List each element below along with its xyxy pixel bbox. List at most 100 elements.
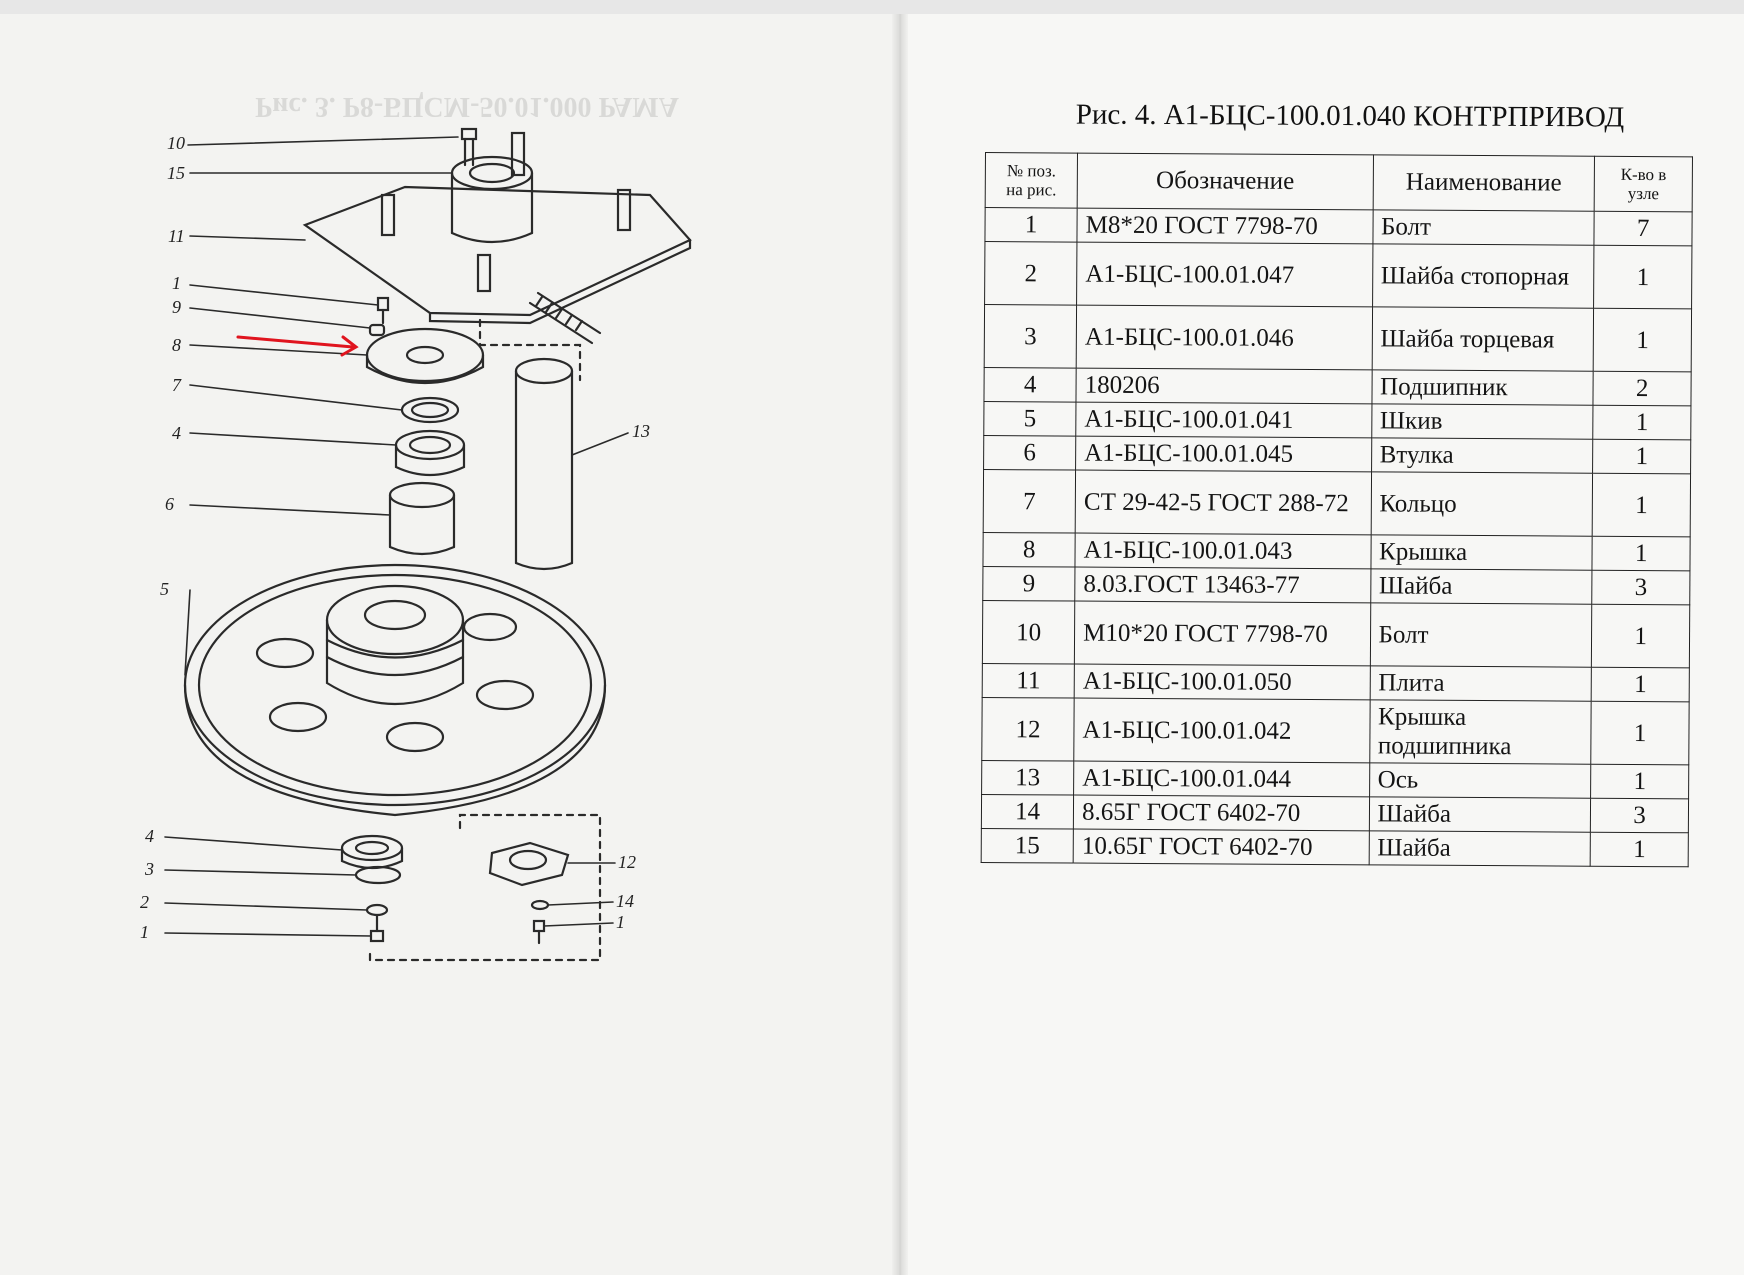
cell-designation: 10.65Г ГОСТ 6402-70: [1073, 829, 1369, 865]
callout-8: 8: [172, 335, 181, 355]
callout-1-bottom: 1: [140, 922, 149, 942]
cell-designation: СТ 29-42-5 ГОСТ 288-72: [1075, 470, 1372, 535]
cell-designation: А1-БЦС-100.01.046: [1076, 305, 1373, 370]
cell-quantity: 1: [1593, 308, 1692, 372]
cell-position: 11: [982, 663, 1075, 699]
callout-13: 13: [632, 421, 650, 441]
cell-quantity: 1: [1592, 473, 1691, 537]
callout-5: 5: [160, 579, 169, 599]
cell-position: 7: [983, 469, 1076, 534]
book-spine: [892, 14, 908, 1275]
cell-position: 5: [983, 401, 1077, 437]
cell-quantity: 1: [1590, 764, 1689, 799]
cell-name: Болт: [1369, 602, 1593, 668]
left-page: [0, 14, 900, 1275]
cell-quantity: 1: [1592, 439, 1691, 474]
cell-position: 8: [982, 532, 1076, 568]
cell-quantity: 1: [1591, 604, 1690, 668]
callout-15: 15: [167, 163, 185, 183]
callout-9: 9: [172, 297, 181, 317]
figure-title: Рис. 4. А1-БЦС-100.01.040 КОНТРПРИВОД: [1075, 98, 1625, 134]
cell-name: Подшипник: [1371, 369, 1594, 406]
cell-position: 4: [983, 367, 1077, 403]
studs: [380, 131, 632, 293]
cell-quantity: 3: [1592, 570, 1690, 605]
cell-position: 1: [984, 207, 1078, 243]
exploded-assembly-drawing: 10 15 11 1 9 8 7 4 6 5 13 4 3 2 1 12 14 …: [60, 115, 860, 1115]
cell-position: 14: [981, 794, 1074, 830]
header-name: Наименование: [1372, 154, 1595, 212]
scan-edge: [0, 0, 1744, 14]
cell-quantity: 1: [1591, 701, 1690, 765]
callout-4-bottom: 4: [145, 826, 154, 846]
red-arrow: [236, 335, 359, 357]
callout-10: 10: [167, 133, 185, 153]
bearing-4: [394, 429, 466, 477]
cell-designation: 8.65Г ГОСТ 6402-70: [1073, 795, 1370, 831]
cell-quantity: 3: [1590, 798, 1689, 833]
cell-designation: А1-БЦС-100.01.043: [1075, 533, 1371, 569]
callout-4: 4: [172, 423, 181, 443]
housing: [450, 155, 534, 244]
cell-name: Шайба: [1368, 830, 1591, 867]
cell-position: 13: [981, 760, 1074, 796]
cell-quantity: 7: [1594, 211, 1693, 246]
cell-position: 12: [981, 697, 1075, 762]
cell-designation: А1-БЦС-100.01.044: [1073, 761, 1370, 797]
parts-table: № поз. на рис. Обозначение Наименование …: [981, 152, 1693, 867]
callout-14: 14: [616, 891, 634, 911]
callout-11: 11: [168, 226, 185, 246]
plate-11: [302, 185, 692, 317]
cell-quantity: 1: [1592, 536, 1691, 571]
cell-name: Втулка: [1371, 437, 1594, 474]
cell-designation: М10*20 ГОСТ 7798-70: [1074, 601, 1371, 666]
cell-quantity: 1: [1593, 245, 1692, 309]
cell-designation: 180206: [1076, 368, 1372, 404]
cell-name: Шайба стопорная: [1372, 243, 1595, 309]
sleeve-6: [388, 481, 456, 556]
header-position: № поз. на рис.: [985, 152, 1078, 209]
cell-designation: А1-БЦС-100.01.041: [1075, 402, 1372, 438]
cell-name: Кольцо: [1370, 471, 1593, 537]
cell-name: Ось: [1369, 762, 1592, 799]
threaded-axle: [528, 291, 602, 345]
cover-8: [365, 327, 485, 385]
bearing-cap-12: [488, 841, 570, 887]
callout-7: 7: [172, 375, 182, 395]
cell-position: 3: [984, 304, 1077, 369]
callout-3: 3: [144, 859, 154, 879]
cell-designation: М8*20 ГОСТ 7798-70: [1077, 208, 1373, 244]
cell-name: Шкив: [1371, 403, 1594, 440]
pulley-5: [183, 563, 607, 817]
callout-12: 12: [618, 852, 636, 872]
cell-name: Плита: [1369, 665, 1592, 702]
right-page: [900, 14, 1744, 1275]
cell-designation: А1-БЦС-100.01.045: [1075, 436, 1372, 472]
cell-name: Шайба: [1368, 796, 1591, 833]
cell-name: Крышка подшипника: [1369, 699, 1592, 765]
cell-position: 6: [983, 435, 1076, 471]
cell-position: 9: [982, 566, 1076, 602]
cell-name: Шайба торцевая: [1371, 306, 1594, 372]
table-header-row: № поз. на рис. Обозначение Наименование …: [985, 152, 1693, 212]
cell-name: Болт: [1372, 209, 1595, 246]
cell-designation: А1-БЦС-100.01.042: [1073, 698, 1370, 763]
cell-name: Шайба: [1370, 568, 1593, 605]
callout-1: 1: [172, 273, 181, 293]
cell-position: 2: [984, 241, 1078, 306]
cell-position: 15: [981, 828, 1074, 864]
callout-6: 6: [165, 494, 174, 514]
